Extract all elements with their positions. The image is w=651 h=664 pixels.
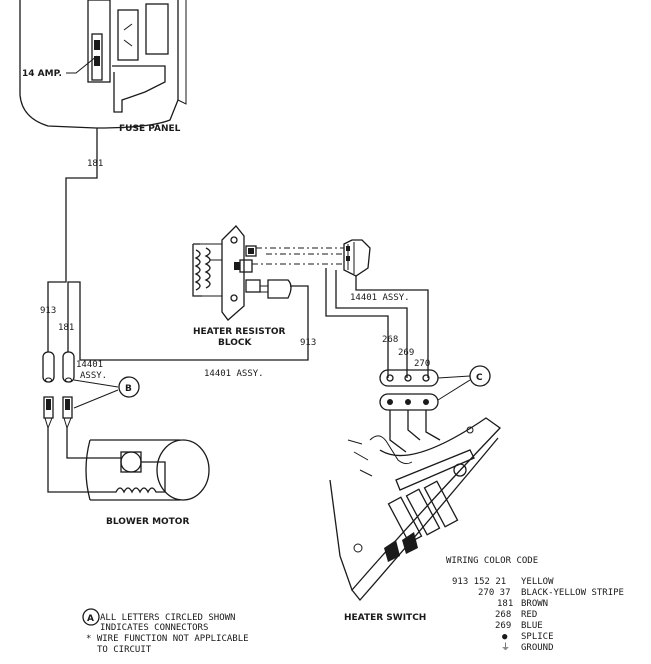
color-code-codes: 269 xyxy=(495,621,511,631)
color-code-color: BROWN xyxy=(521,599,548,609)
notes-line-1: ALL LETTERS CIRCLED SHOWN xyxy=(100,613,235,623)
wire-181-top-label: 181 xyxy=(87,159,103,169)
color-code-color: GROUND xyxy=(521,643,554,653)
callout-c-letter: C xyxy=(476,373,483,383)
wire-913-loop xyxy=(67,281,309,361)
assy-right-label: 14401 ASSY. xyxy=(350,293,410,303)
color-code-color: BLACK-YELLOW STRIPE xyxy=(521,588,624,598)
amp-label: 14 AMP. xyxy=(22,69,62,79)
color-code-codes: 270 37 xyxy=(478,588,511,598)
switch-connector-upper xyxy=(379,369,439,387)
callout-b: B xyxy=(73,376,140,409)
color-code-legend: WIRING COLOR CODE 913 152 21 YELLOW 270 … xyxy=(446,556,624,653)
color-code-color: SPLICE xyxy=(521,632,554,642)
color-code-color: RED xyxy=(521,610,537,620)
amp-callout: 14 AMP. xyxy=(22,55,98,79)
ground-symbol: ⏚ xyxy=(501,642,510,653)
notes-circle-letter: A xyxy=(87,614,94,624)
wire-913-mid-label: 913 xyxy=(300,338,316,348)
notes-block: A ALL LETTERS CIRCLED SHOWN INDICATES CO… xyxy=(82,608,249,655)
notes-line-3: * WIRE FUNCTION NOT APPLICABLE xyxy=(86,634,249,644)
wire-269-label: 269 xyxy=(398,348,414,358)
connector-14401-label-2: ASSY. xyxy=(80,371,107,381)
connector-14401-left xyxy=(42,351,75,430)
wire-181-left-label: 181 xyxy=(58,323,74,333)
callout-c: C xyxy=(437,365,491,401)
wire-181-main xyxy=(47,128,98,352)
wire-913-left-label: 913 xyxy=(40,306,56,316)
resistor-label-2: BLOCK xyxy=(218,338,253,348)
resistor-label-1: HEATER RESISTOR xyxy=(193,327,285,337)
color-code-codes: 268 xyxy=(495,610,511,620)
wire-270-label: 270 xyxy=(414,359,430,369)
color-code-codes: 181 xyxy=(497,599,513,609)
color-code-codes: 913 152 21 xyxy=(452,577,506,587)
heater-switch xyxy=(329,417,501,602)
fuse-panel xyxy=(19,0,187,129)
assy-bottom-label: 14401 ASSY. xyxy=(204,369,264,379)
notes-line-4: TO CIRCUIT xyxy=(97,645,152,655)
fuse-panel-label: FUSE PANEL xyxy=(119,124,181,134)
color-code-color: YELLOW xyxy=(521,577,554,587)
connector-14401-label-1: 14401 xyxy=(76,360,103,370)
color-code-title: WIRING COLOR CODE xyxy=(446,556,538,566)
switch-connector-lower xyxy=(379,393,439,411)
heater-resistor-block xyxy=(192,225,292,321)
color-code-color: BLUE xyxy=(521,621,543,631)
notes-line-2: INDICATES CONNECTORS xyxy=(100,623,208,633)
heater-switch-label: HEATER SWITCH xyxy=(344,613,426,623)
blower-motor xyxy=(85,439,210,501)
connector-14401-right xyxy=(343,239,371,277)
splice-symbol: ● xyxy=(502,632,508,642)
wire-268-label: 268 xyxy=(382,335,398,345)
blower-motor-label: BLOWER MOTOR xyxy=(106,517,189,527)
callout-b-letter: B xyxy=(125,384,132,394)
